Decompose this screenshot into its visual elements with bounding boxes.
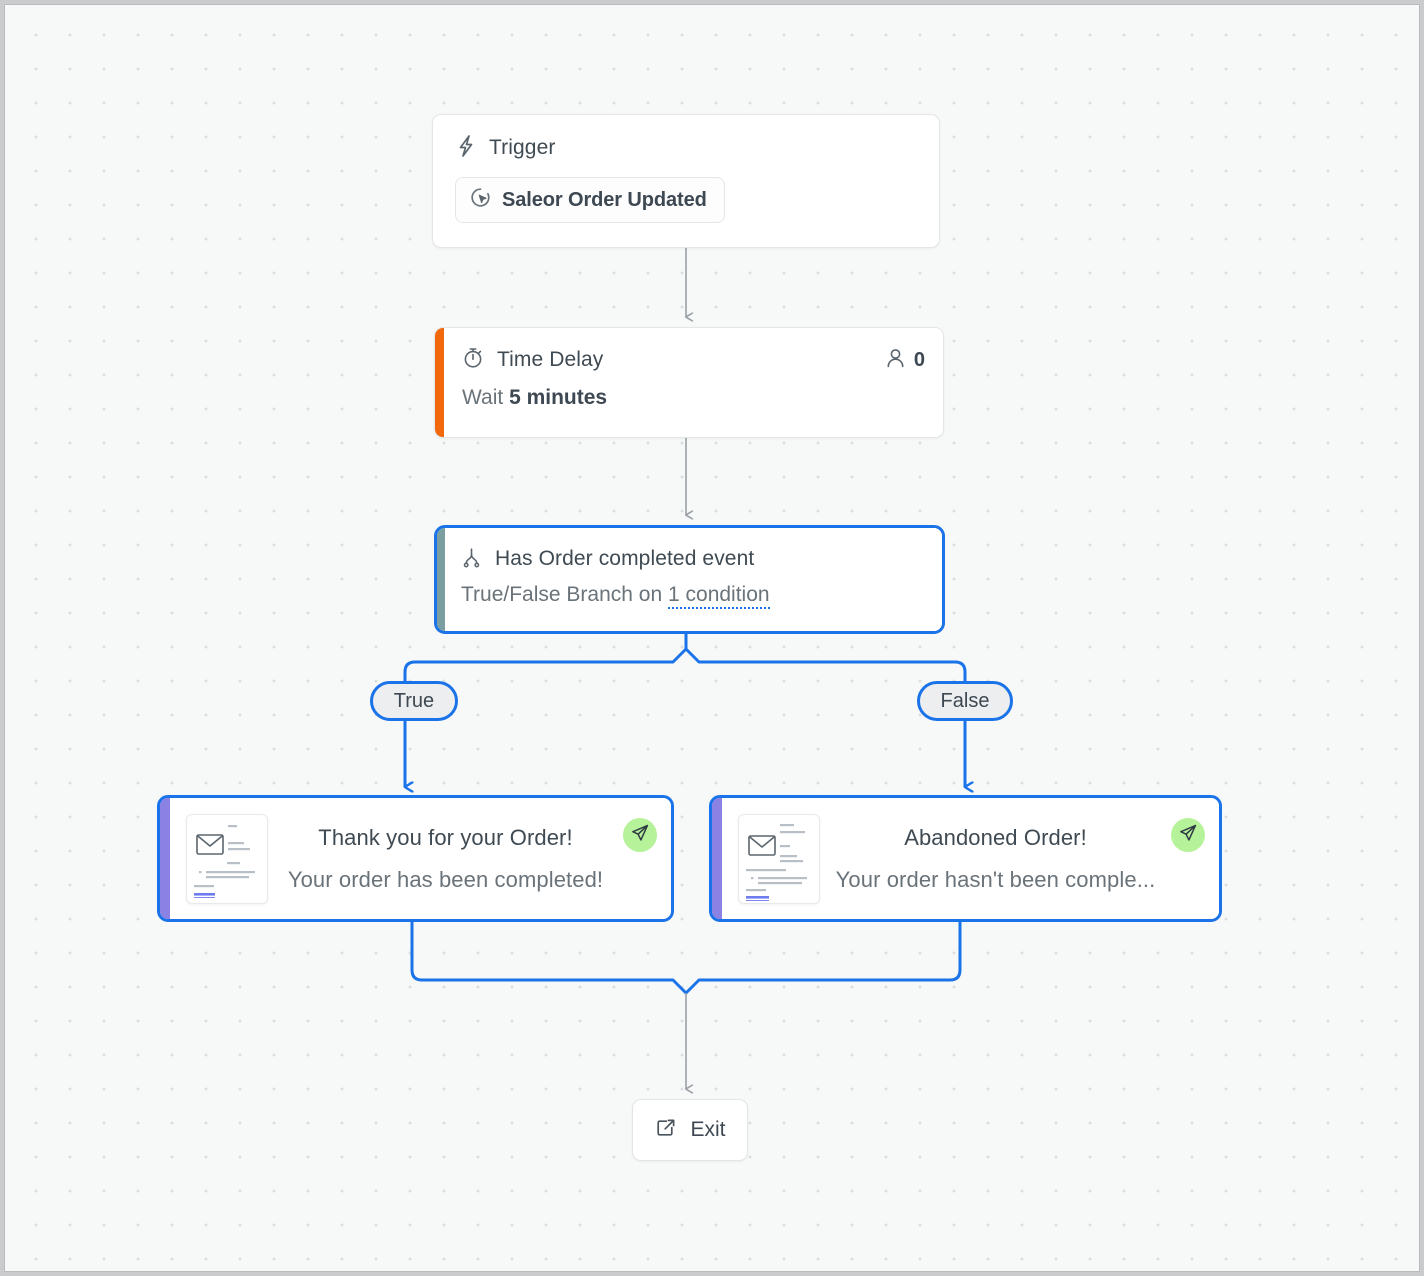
delay-wait-value: 5 minutes [509, 386, 608, 409]
edge-branch-to-false-pill [684, 647, 967, 683]
workflow-canvas[interactable]: Trigger Saleor Order Updated [4, 4, 1420, 1272]
trigger-title: Trigger [489, 136, 556, 159]
email-true-thumbnail [186, 813, 268, 904]
email-false-thumbnail [738, 813, 820, 904]
branch-label-false[interactable]: False [917, 681, 1013, 721]
email-node-false[interactable]: Abandoned Order! Your order hasn't been … [709, 795, 1222, 922]
exit-node[interactable]: Exit [632, 1099, 748, 1161]
edge-email-true-to-merge [410, 920, 688, 995]
branch-description: True/False Branch on 1 condition [445, 579, 942, 609]
email-true-send-badge[interactable] [623, 818, 657, 852]
envelope-icon [196, 833, 224, 855]
email-true-accent-bar [160, 798, 170, 919]
exit-label: Exit [690, 1118, 726, 1141]
envelope-icon [748, 834, 776, 856]
email-false-texts: Abandoned Order! Your order hasn't been … [820, 825, 1171, 893]
delay-wait-prefix: Wait [462, 386, 504, 409]
send-paper-plane-icon [1178, 823, 1198, 848]
email-node-true[interactable]: Thank you for your Order! Your order has… [157, 795, 674, 922]
edge-layer [403, 248, 1420, 1272]
trigger-source-label: Saleor Order Updated [502, 188, 707, 211]
trigger-source-button[interactable]: Saleor Order Updated [455, 177, 725, 223]
delay-count-value: 0 [913, 348, 925, 371]
trigger-header: Trigger [455, 134, 917, 163]
email-false-subject: Abandoned Order! [904, 824, 1087, 850]
email-false-preview: Your order hasn't been comple... [835, 866, 1156, 892]
email-true-subject: Thank you for your Order! [318, 824, 573, 850]
branch-accent-bar [437, 528, 445, 631]
lightning-bolt-icon [455, 134, 477, 163]
branch-label-true[interactable]: True [370, 681, 458, 721]
send-paper-plane-icon [630, 823, 650, 848]
trigger-node[interactable]: Trigger Saleor Order Updated [432, 114, 940, 248]
email-true-texts: Thank you for your Order! Your order has… [268, 825, 623, 893]
time-delay-node[interactable]: Time Delay 0 Wait 5 minutes [434, 327, 944, 438]
branch-node[interactable]: Has Order completed event True/False Bra… [434, 525, 945, 634]
person-icon [885, 347, 906, 374]
email-true-preview: Your order has been completed! [287, 866, 604, 892]
delay-contact-count: 0 [885, 347, 925, 374]
split-branch-icon [461, 546, 482, 573]
email-false-accent-bar [712, 798, 722, 919]
branch-description-prefix: True/False Branch on [461, 583, 663, 606]
time-delay-title: Time Delay [497, 348, 604, 371]
edge-email-false-to-merge [684, 920, 962, 995]
external-link-icon [654, 1116, 678, 1145]
branch-title: Has Order completed event [495, 547, 755, 570]
delay-accent-bar [435, 328, 444, 437]
stopwatch-icon [462, 346, 484, 374]
email-false-send-badge[interactable] [1171, 818, 1205, 852]
delay-wait-row: Wait 5 minutes [444, 384, 943, 410]
saleor-cursor-icon [470, 187, 491, 213]
edge-branch-to-true-pill [403, 647, 688, 683]
branch-condition-link[interactable]: 1 condition [668, 583, 770, 609]
